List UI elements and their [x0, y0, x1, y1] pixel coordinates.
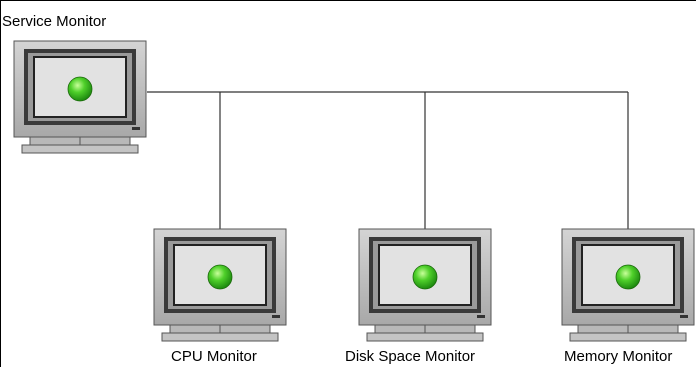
disk-space-monitor-label: Disk Space Monitor	[345, 348, 476, 365]
status-led-icon	[412, 264, 438, 290]
disk-space-monitor-node[interactable]	[358, 228, 492, 342]
cpu-monitor-label: CPU Monitor	[171, 348, 257, 365]
service-monitor-node[interactable]	[13, 40, 147, 154]
status-led-icon	[207, 264, 233, 290]
memory-monitor-label: Memory Monitor	[564, 348, 673, 365]
cpu-monitor-node[interactable]	[153, 228, 287, 342]
connector-lines	[147, 91, 629, 229]
memory-monitor-node[interactable]	[561, 228, 695, 342]
service-monitor-label: Service Monitor	[2, 13, 107, 30]
status-led-icon	[67, 76, 93, 102]
status-led-icon	[615, 264, 641, 290]
